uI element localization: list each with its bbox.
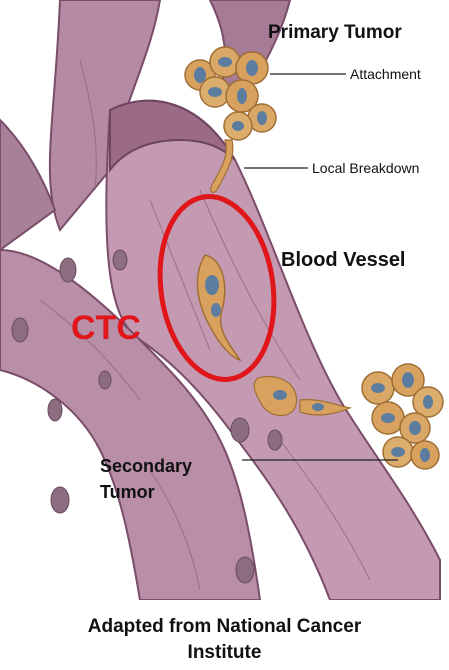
nucleus: [402, 372, 414, 388]
nucleus: [194, 67, 206, 83]
nucleus: [312, 403, 324, 411]
blood-cell: [99, 371, 111, 389]
nucleus: [218, 57, 232, 67]
nucleus: [257, 111, 267, 125]
nucleus: [391, 447, 405, 457]
local-breakdown-label: Local Breakdown: [312, 160, 419, 176]
nucleus: [409, 421, 421, 435]
blood-cell: [60, 258, 76, 282]
blood-cell: [268, 430, 282, 450]
nucleus: [232, 121, 244, 131]
nucleus: [420, 448, 430, 462]
blood-cell: [51, 487, 69, 513]
nucleus: [381, 413, 395, 423]
blood-cell: [12, 318, 28, 342]
attachment-label: Attachment: [350, 66, 421, 82]
secondary-tumor-label-line1: Secondary: [100, 453, 240, 479]
blood-cell: [236, 557, 254, 583]
caption-line1: Adapted from National Cancer: [0, 614, 449, 640]
blood-cell: [231, 418, 249, 442]
primary-tumor-label: Primary Tumor: [268, 22, 402, 44]
blood-cell: [113, 250, 127, 270]
ctc-nucleus: [205, 275, 219, 295]
source-caption: Adapted from National Cancer Institute: [0, 614, 449, 666]
blood-cell: [48, 399, 62, 421]
ctc-nucleus: [211, 303, 221, 317]
ctc-label: CTC: [71, 309, 141, 348]
nucleus: [246, 60, 258, 76]
nucleus: [371, 383, 385, 393]
nucleus: [208, 87, 222, 97]
caption-line2: Institute: [0, 640, 449, 666]
nucleus: [423, 395, 433, 409]
blood-vessel-label: Blood Vessel: [281, 249, 406, 272]
diagram-illustration: [0, 0, 449, 600]
secondary-tumor-label-line2: Tumor: [100, 479, 240, 505]
nucleus: [273, 390, 287, 400]
secondary-tumor-label: Secondary Tumor: [100, 453, 240, 505]
nucleus: [237, 88, 247, 104]
